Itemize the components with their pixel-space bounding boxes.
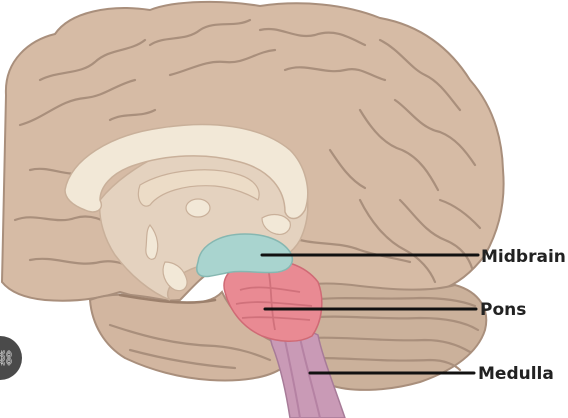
cerebellum-folia — [303, 296, 480, 372]
fornix — [137, 169, 260, 207]
mammillary-body — [185, 198, 211, 218]
label-medulla: Medulla — [478, 364, 554, 384]
label-pons: Pons — [480, 300, 526, 320]
corpus-callosum — [64, 123, 309, 220]
pineal-region — [261, 213, 291, 235]
pituitary-stalk — [162, 261, 188, 292]
link-icon: ⛓ — [0, 349, 15, 367]
label-midbrain: Midbrain — [481, 247, 566, 267]
side-control[interactable]: ⛓ — [0, 336, 22, 380]
medulla-texture — [284, 337, 321, 418]
optic-region — [145, 224, 159, 260]
midbrain-shape — [196, 233, 294, 278]
